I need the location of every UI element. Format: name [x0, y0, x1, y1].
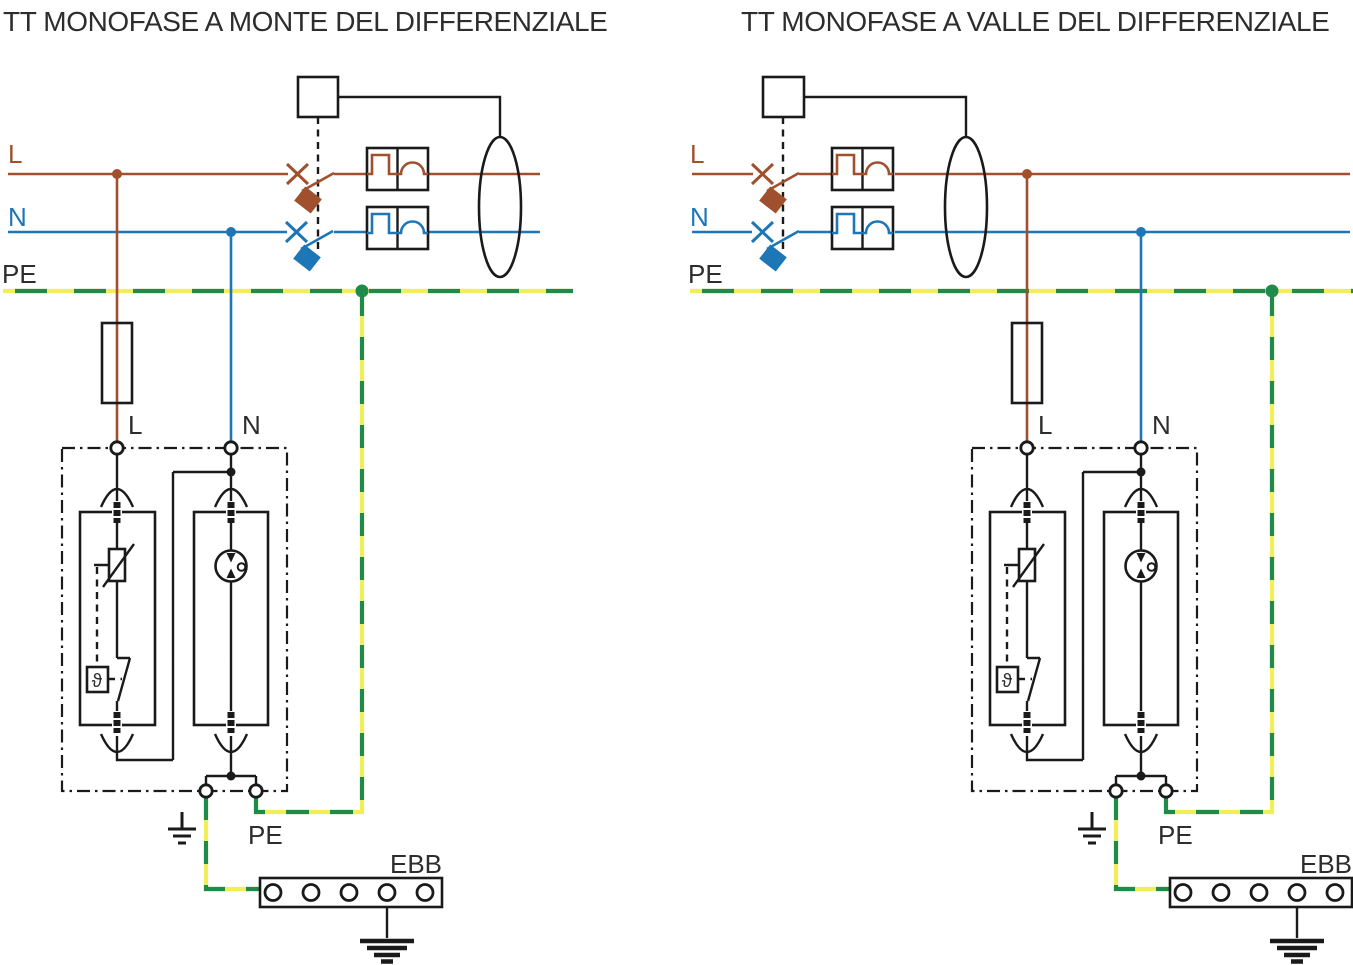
spd-n-terminal-label: N	[242, 410, 261, 440]
rcd-toroid	[477, 135, 523, 279]
l-breaker	[365, 146, 430, 192]
ebb-label: EBB	[390, 849, 442, 879]
diagram-title: TT MONOFASE A MONTE DEL DIFFERENZIALE	[3, 6, 607, 37]
thermal-trip-label: ϑ	[92, 671, 103, 692]
pe-conductor-label: PE	[1158, 820, 1193, 850]
diagram-monte: TT MONOFASE A MONTE DEL DIFFERENZIALE L …	[2, 6, 608, 962]
n-bus-label: N	[8, 202, 27, 232]
l-bus-label: L	[690, 139, 704, 169]
diagram-title: TT MONOFASE A VALLE DEL DIFFERENZIALE	[741, 6, 1329, 37]
ebb-label: EBB	[1300, 849, 1352, 879]
rcd-relay-box	[296, 75, 340, 119]
spd-l-terminal-label: L	[128, 410, 142, 440]
n-bus-label: N	[690, 202, 709, 232]
spd-n-terminal-label: N	[1152, 410, 1171, 440]
spd-l-terminal-label: L	[1038, 410, 1052, 440]
n-breaker	[830, 205, 895, 251]
pe-bus-label: PE	[688, 259, 723, 289]
diagram-valle: TT MONOFASE A VALLE DEL DIFFERENZIALE L …	[688, 6, 1353, 962]
n-disconnector	[284, 220, 335, 274]
pe-tap-dot	[355, 284, 369, 298]
toroid-sense-wire	[804, 95, 968, 137]
pe-conductor-label: PE	[248, 820, 283, 850]
l-disconnector	[750, 162, 801, 216]
n-disconnector	[750, 220, 801, 274]
rcd-toroid	[943, 135, 989, 279]
l-disconnector	[285, 162, 336, 216]
toroid-sense-wire	[338, 95, 502, 137]
pe-bus-label: PE	[2, 259, 37, 289]
l-breaker	[830, 146, 895, 192]
n-breaker	[365, 205, 430, 251]
l-bus-label: L	[8, 139, 22, 169]
pe-tap-dot	[1265, 284, 1279, 298]
rcd-relay-box	[761, 75, 806, 119]
thermal-trip-label: ϑ	[1002, 671, 1013, 692]
